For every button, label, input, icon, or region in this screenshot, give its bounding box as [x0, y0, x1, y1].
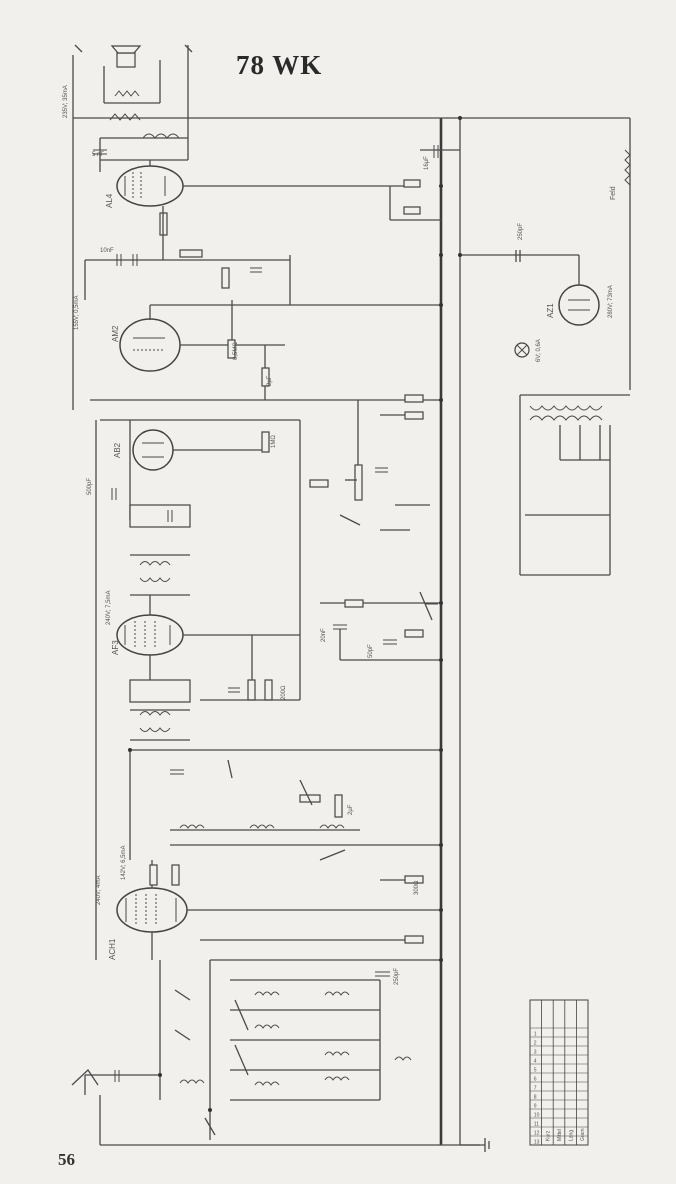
chassis-ground: [460, 1138, 490, 1152]
if-transformer-1: [129, 679, 191, 741]
table-col-number: 1: [534, 1032, 537, 1038]
ach1-screen-label: 142V; 6,5mA: [121, 846, 127, 880]
field-coil: [624, 118, 631, 390]
c-250pf-b-label: 250pF: [518, 223, 524, 240]
table-col-number: 13: [534, 1140, 540, 1146]
r-300-label: 200Ω: [281, 685, 287, 700]
rect-supply-label: 280V; 73mA: [608, 285, 614, 318]
af3-supply-label: 240V; 7,5mA: [106, 591, 112, 625]
tube-ab2-label: AB2: [113, 442, 122, 458]
table-row-label: Lang: [569, 1130, 575, 1141]
output-transformer: [100, 113, 189, 161]
r-50k-label: 300Ω: [414, 880, 420, 895]
table-col-number: 4: [534, 1059, 537, 1065]
table-row-label: Mittel: [557, 1129, 563, 1141]
page-title: 78 WK: [236, 50, 323, 80]
r-200-osc-label: 2µF: [348, 804, 354, 815]
ach1-anode-label: 240V; 4mA: [96, 876, 102, 905]
table-col-number: 3: [534, 1050, 537, 1056]
pilot-lamp: [514, 342, 530, 358]
tube-am2: [119, 304, 441, 372]
volume-potentiometer: [345, 400, 388, 501]
table-col-number: 9: [534, 1104, 537, 1110]
tube-ab2: [100, 419, 300, 520]
tube-am2-label: AM2: [111, 325, 120, 342]
c-500pf-label: 500pF: [87, 478, 93, 495]
table-row-label: Gram: [580, 1129, 586, 1142]
speaker-supply-label: 235V; 35mA: [63, 85, 69, 118]
lamp-label: 6V; 0,6A: [536, 339, 542, 362]
c-50pf-label: 250pF: [394, 968, 400, 985]
loudspeaker: [74, 44, 193, 118]
c-10nf-label: 10nF: [100, 248, 114, 254]
tube-af3: [116, 595, 300, 680]
c-16uf-label: 16µF: [424, 156, 430, 170]
tube-af3-label: AF3: [111, 640, 120, 655]
r-05m-label: 0,5MΩ: [233, 342, 239, 360]
table-row-label: Kurz: [545, 1130, 551, 1141]
am2-supply-label: 155V; 0,5mA: [74, 296, 80, 330]
table-col-number: 2: [534, 1041, 537, 1047]
tube-az1-label: AZ1: [546, 303, 555, 318]
table-col-number: 10: [534, 1113, 540, 1119]
power-transformer: [519, 394, 630, 576]
if-transformer-2: [129, 504, 191, 596]
tube-az1: [460, 254, 600, 326]
table-col-number: 5: [534, 1068, 537, 1074]
table-col-number: 8: [534, 1095, 537, 1101]
c-2uf-label: 20nF: [321, 628, 327, 642]
table-col-number: 7: [534, 1086, 537, 1092]
tube-ach1-label: ACH1: [108, 938, 117, 960]
r-1m-label: 1MΩ: [271, 435, 277, 448]
rf-coil-set: [179, 991, 412, 1086]
tube-al4: [116, 160, 410, 207]
antenna-input: [71, 1069, 160, 1145]
table-col-number: 6: [534, 1077, 537, 1083]
c-20nf-label: 50pF: [368, 644, 374, 658]
table-col-number: 12: [534, 1131, 540, 1137]
feld-label: Feld: [610, 186, 617, 200]
c-5nf-label: 5 nF: [92, 152, 104, 158]
tube-ach1: [116, 860, 441, 960]
tube-al4-label: AL4: [105, 193, 114, 208]
r-200-label: 2µF: [267, 375, 273, 386]
page-number: 56: [58, 1150, 75, 1169]
table-col-number: 11: [534, 1122, 539, 1128]
